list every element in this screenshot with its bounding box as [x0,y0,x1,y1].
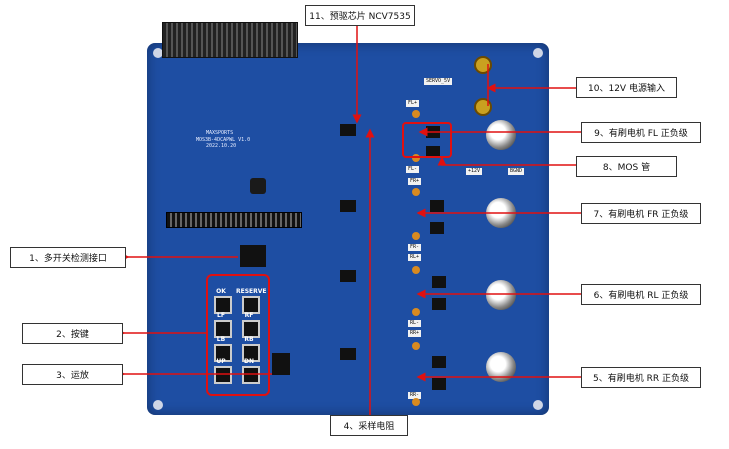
btn-label-dn: DN [243,358,254,365]
predriver-chip [340,270,356,282]
mosfet [432,276,446,288]
tact-button[interactable] [242,320,260,338]
board-brand: MAXSPORTS [206,130,234,136]
switch-detect-header [166,212,302,228]
terminal-rl-minus: RL- [408,320,422,327]
predriver-chip [340,124,356,136]
power-gnd-label: BGND [508,168,525,175]
board-date: 2022.10.20 [206,143,237,149]
tact-button[interactable] [214,344,232,362]
predriver-chip [340,200,356,212]
callout-8-mos: 8、MOS 管 [576,156,677,177]
mos-highlight [402,122,452,158]
terminal-pad [412,266,420,274]
mosfet [432,378,446,390]
buttons-highlight [206,274,270,396]
callout-11-predriver: 11、预驱芯片 NCV7535 [305,5,415,26]
btn-label-rb: RB [244,336,254,343]
top-pin-header [162,22,298,58]
button-grid: OK RESERVE LF RF LB RB UP DN [210,278,272,392]
callout-9-fl: 9、有刷电机 FL 正负级 [581,122,701,143]
terminal-pad [412,342,420,350]
callout-6-rl: 6、有刷电机 RL 正负级 [581,284,701,305]
servo-label: SERVO_5V [424,78,453,85]
power-plus-label: +12V [466,168,483,175]
tact-button[interactable] [214,366,232,384]
mounting-hole [153,48,163,58]
switch-detect-ic [240,245,266,267]
board-model: MOS3B-4DCAPWL V1.0 [196,137,251,143]
tact-button[interactable] [242,296,260,314]
mosfet [430,222,444,234]
btn-label-rf: RF [244,312,254,319]
btn-label-reserve: RESERVE [236,288,267,295]
btn-label-up: UP [216,358,226,365]
mounting-hole [533,400,543,410]
terminal-rl-plus: RL+ [408,254,422,261]
terminal-rr-plus: RR+ [408,330,422,337]
terminal-rr-minus: RR- [408,392,422,399]
callout-2-buttons: 2、按键 [22,323,123,344]
terminal-pad [412,232,420,240]
mosfet [430,200,444,212]
callout-7-fr: 7、有刷电机 FR 正负级 [581,203,701,224]
terminal-pad [412,308,420,316]
btn-label-lb: LB [216,336,226,343]
terminal-pad [412,154,420,162]
btn-label-ok: OK [216,288,226,295]
callout-10-power-input: 10、12V 电源输入 [576,77,677,98]
callout-4-sampling-resistor: 4、采样电阻 [330,415,408,436]
mosfet [426,146,440,158]
terminal-fr-minus: FR- [408,244,422,251]
predriver-chip [340,348,356,360]
tact-button[interactable] [214,296,232,314]
terminal-fl-plus: FL+ [406,100,420,107]
tact-button[interactable] [214,320,232,338]
inductor [250,178,266,194]
terminal-pad [412,110,420,118]
btn-label-lf: LF [217,312,225,319]
callout-1-switch-detect: 1、多开关检测接口 [10,247,126,268]
terminal-fr-plus: FR+ [408,178,422,185]
arrow-8 [437,156,576,166]
capacitor [486,120,516,150]
mosfet [432,356,446,368]
terminal-fl-minus: FL- [406,166,420,173]
capacitor [486,280,516,310]
mounting-hole [533,48,543,58]
tact-button[interactable] [242,344,260,362]
tact-button[interactable] [242,366,260,384]
terminal-pad [412,188,420,196]
callout-3-opamp: 3、运放 [22,364,123,385]
callout-5-rr: 5、有刷电机 RR 正负级 [581,367,701,388]
mounting-hole [153,400,163,410]
terminal-pad [412,398,420,406]
opamp-ic [272,353,290,375]
mosfet [432,298,446,310]
